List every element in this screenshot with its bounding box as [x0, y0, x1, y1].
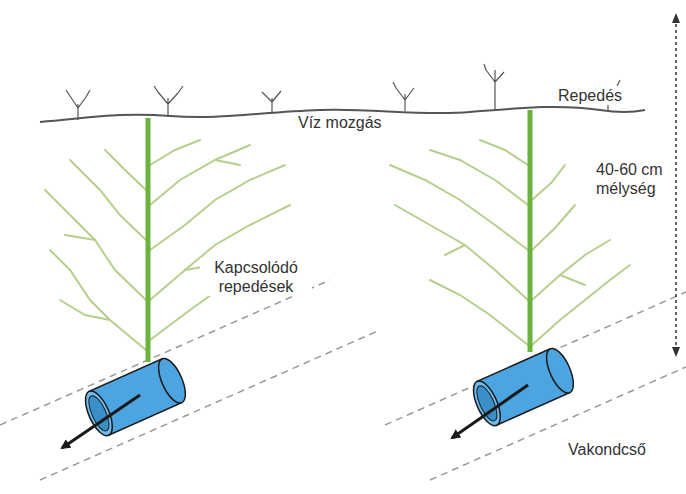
- connected-cracks: [45, 140, 630, 350]
- grass-tufts: [66, 64, 620, 120]
- depth-label: 40-60 cm mélység: [594, 160, 674, 198]
- pipe-guide-lines: [0, 280, 686, 480]
- water-movement-label: Víz mozgás: [296, 113, 384, 132]
- crack-label: Repedés: [556, 86, 624, 105]
- mole-channel-label: Vakondcső: [566, 440, 648, 459]
- connected-cracks-label: Kapcsolódó repedések: [200, 258, 312, 296]
- depth-dimension: [675, 18, 677, 352]
- main-crack: [148, 110, 530, 362]
- flow-arrow: [62, 385, 528, 448]
